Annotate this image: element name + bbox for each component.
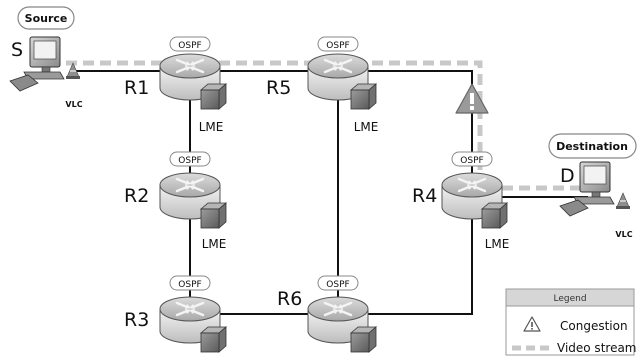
legend: Legend Congestion Video stream <box>505 288 637 356</box>
router-r1: OSPF LME R1 <box>124 36 227 134</box>
router-r2-lme-label: LME <box>202 237 227 251</box>
router-r5-lme-label: LME <box>354 120 379 134</box>
router-r4-label: R4 <box>412 185 437 207</box>
source-app-label: VLC <box>65 100 82 109</box>
router-r1-ospf-badge <box>169 36 211 52</box>
router-r3-ospf-label: OSPF <box>178 280 201 290</box>
legend-header <box>505 288 635 307</box>
router-r3-lme-icon <box>200 326 227 353</box>
router-r5-lme-icon <box>350 83 377 110</box>
destination-vlc-cone-icon <box>615 192 631 210</box>
router-r1-label: R1 <box>124 77 149 99</box>
legend-stream-label: Video stream <box>557 341 637 355</box>
destination-app-label: VLC <box>615 230 632 239</box>
router-r2-ospf-badge <box>169 151 211 167</box>
router-r6-ospf-label: OSPF <box>326 280 349 290</box>
router-r6-ospf-badge <box>317 275 359 291</box>
router-r4-lme-label: LME <box>485 237 510 251</box>
link-r6-r4 <box>338 190 473 315</box>
router-r4: OSPF LME R4 <box>412 151 510 251</box>
router-r3-label: R3 <box>124 309 149 331</box>
router-r1-ospf-label: OSPF <box>178 41 201 51</box>
router-r4-ospf-label: OSPF <box>460 156 483 166</box>
legend-congestion-icon <box>523 316 541 332</box>
source-node: Source S VLC <box>9 6 83 109</box>
legend-title: Legend <box>553 294 586 304</box>
source-letter: S <box>11 39 23 61</box>
router-r2: OSPF LME R2 <box>124 151 227 251</box>
legend-congestion-label: Congestion <box>560 319 628 333</box>
source-bubble <box>17 6 75 30</box>
router-r6-label: R6 <box>277 288 302 310</box>
routers: OSPF LME R1 OSPF LME R2 OSPF R3 OSPF LME <box>124 36 510 353</box>
destination-bubble <box>548 133 637 159</box>
router-r1-lme-label: LME <box>199 120 224 134</box>
router-r4-ospf-badge <box>451 151 493 167</box>
router-r3-ospf-badge <box>169 275 211 291</box>
router-r5-ospf-badge <box>317 36 359 52</box>
router-r6-lme-icon <box>350 326 377 353</box>
source-bubble-label: Source <box>25 12 68 25</box>
router-r3: OSPF R3 <box>124 275 227 353</box>
router-r6: OSPF R6 <box>277 275 377 353</box>
router-r5: OSPF LME R5 <box>266 36 379 134</box>
router-r2-ospf-label: OSPF <box>178 156 201 166</box>
router-r2-label: R2 <box>124 185 149 207</box>
link-r5-r4 <box>338 70 473 190</box>
destination-letter: D <box>560 165 575 187</box>
destination-node: Destination D VLC <box>548 133 637 239</box>
router-r5-ospf-label: OSPF <box>326 41 349 51</box>
destination-bubble-label: Destination <box>556 140 628 153</box>
router-r5-label: R5 <box>266 77 291 99</box>
congestion-warning-icon <box>455 83 489 114</box>
router-r2-lme-icon <box>200 202 227 229</box>
router-r4-lme-icon <box>481 202 508 229</box>
router-r1-lme-icon <box>200 83 227 110</box>
